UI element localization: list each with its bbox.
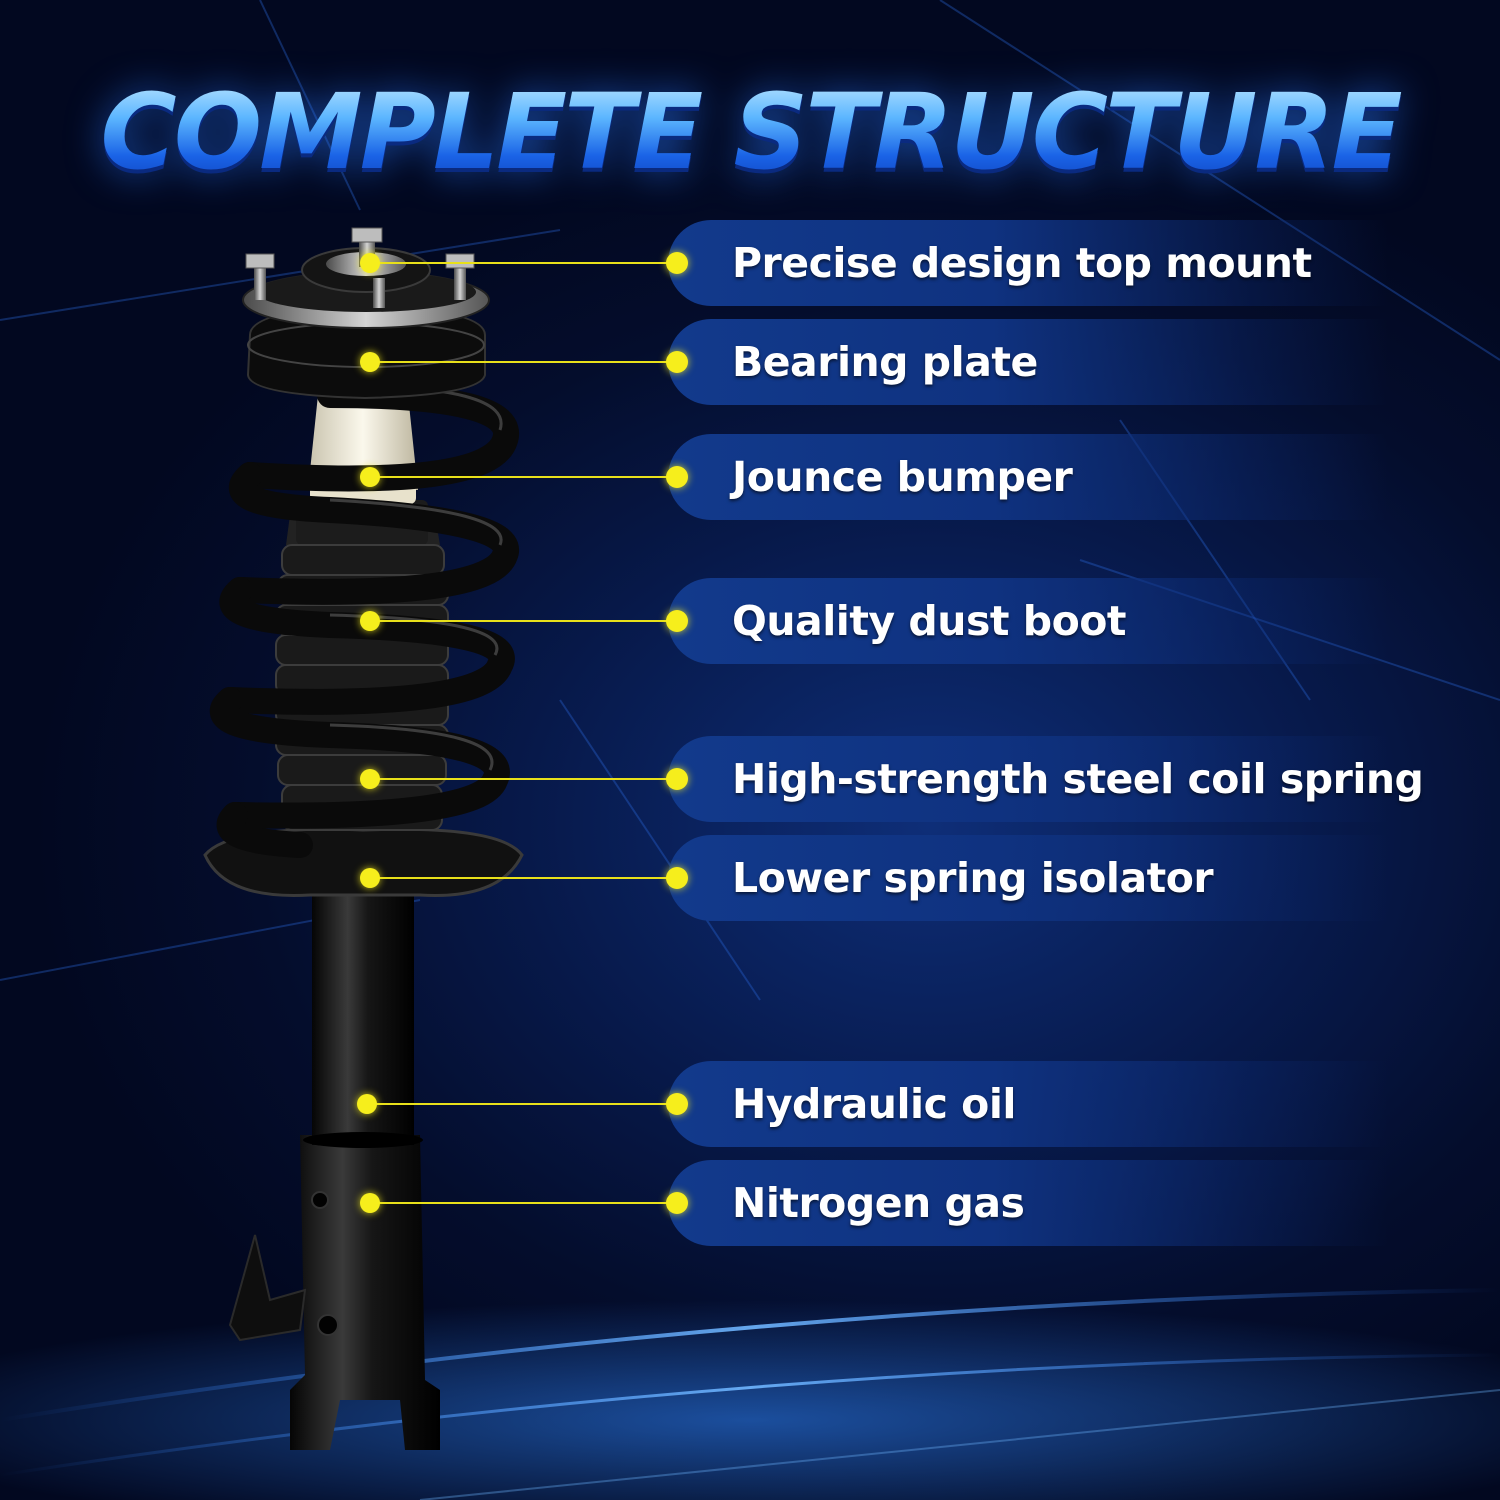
part-marker-quality-dust-boot: [360, 611, 380, 631]
part-marker-jounce-bumper: [360, 467, 380, 487]
part-marker-precise-design-top-mount: [360, 253, 380, 273]
callout-pill-quality-dust-boot: [668, 578, 1388, 664]
callout-pill-precise-design-top-mount: [668, 220, 1388, 306]
leader-line-precise-design-top-mount: [370, 262, 677, 264]
leader-line-lower-spring-isolator: [370, 877, 677, 879]
callout-dot-quality-dust-boot: [666, 610, 688, 632]
callout-dot-nitrogen-gas: [666, 1192, 688, 1214]
callout-dot-jounce-bumper: [666, 466, 688, 488]
callout-dot-hydraulic-oil: [666, 1093, 688, 1115]
knuckle-bracket: [228, 1135, 440, 1450]
leader-line-nitrogen-gas: [370, 1202, 677, 1204]
callout-label-jounce-bumper: Jounce bumper: [732, 453, 1073, 501]
part-marker-hydraulic-oil: [357, 1094, 377, 1114]
leader-line-jounce-bumper: [370, 476, 677, 478]
callout-label-hydraulic-oil: Hydraulic oil: [732, 1080, 1016, 1128]
page-title: COMPLETE STRUCTURE: [0, 72, 1500, 192]
part-marker-bearing-plate: [360, 352, 380, 372]
callout-pill-bearing-plate: [668, 319, 1388, 405]
callout-label-high-strength-steel-coil-spring: High-strength steel coil spring: [732, 755, 1424, 803]
leader-line-hydraulic-oil: [367, 1103, 677, 1105]
callout-pill-nitrogen-gas: [668, 1160, 1388, 1246]
callout-label-bearing-plate: Bearing plate: [732, 338, 1038, 386]
jounce-bumper-shape: [308, 387, 418, 490]
callout-pill-hydraulic-oil: [668, 1061, 1388, 1147]
callout-label-quality-dust-boot: Quality dust boot: [732, 597, 1127, 645]
leader-line-quality-dust-boot: [370, 620, 677, 622]
part-marker-nitrogen-gas: [360, 1193, 380, 1213]
part-marker-lower-spring-isolator: [360, 868, 380, 888]
callout-pill-jounce-bumper: [668, 434, 1388, 520]
callout-dot-bearing-plate: [666, 351, 688, 373]
callout-dot-high-strength-steel-coil-spring: [666, 768, 688, 790]
callout-label-precise-design-top-mount: Precise design top mount: [732, 239, 1312, 287]
callout-label-nitrogen-gas: Nitrogen gas: [732, 1179, 1025, 1227]
leader-line-high-strength-steel-coil-spring: [370, 778, 677, 780]
leader-line-bearing-plate: [370, 361, 677, 363]
callout-pill-lower-spring-isolator: [668, 835, 1388, 921]
part-marker-high-strength-steel-coil-spring: [360, 769, 380, 789]
callout-dot-lower-spring-isolator: [666, 867, 688, 889]
callout-pill-high-strength-steel-coil-spring: [668, 736, 1388, 822]
callout-dot-precise-design-top-mount: [666, 252, 688, 274]
callout-label-lower-spring-isolator: Lower spring isolator: [732, 854, 1214, 902]
